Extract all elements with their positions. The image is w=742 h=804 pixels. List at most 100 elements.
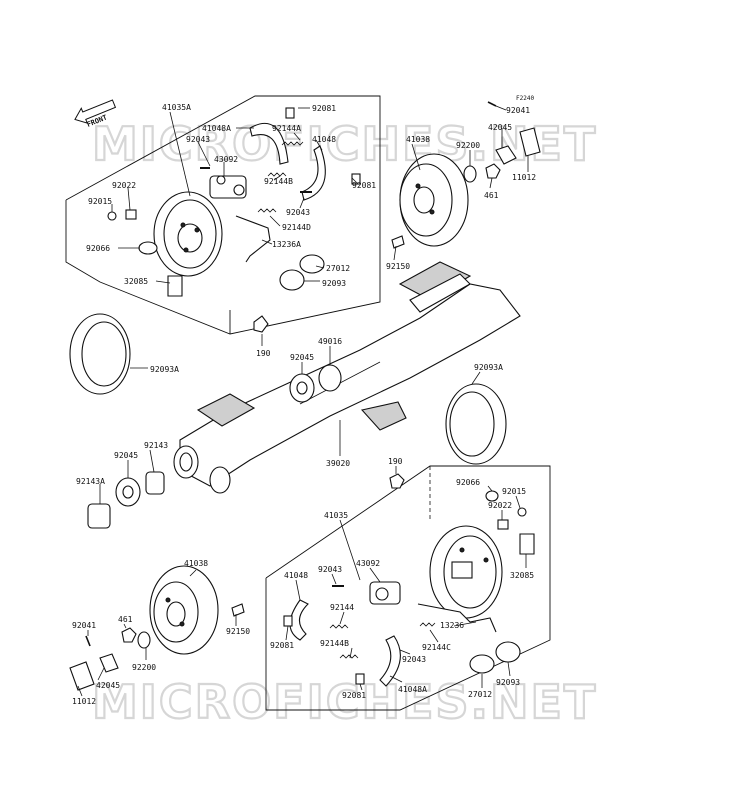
washer-92200-lower bbox=[137, 631, 151, 649]
upper-brake-panel bbox=[153, 191, 223, 277]
watermark-bottom: MICROFICHES.NET bbox=[92, 675, 597, 729]
label-92043: 92043 bbox=[186, 135, 210, 144]
cap-11012-lower bbox=[69, 661, 95, 691]
bracket-32085-lower bbox=[519, 533, 535, 555]
bracket-32085 bbox=[167, 275, 183, 297]
lower-clip-92081 bbox=[283, 615, 293, 627]
label-92143A: 92143A bbox=[76, 477, 105, 486]
upper-clip-92081b bbox=[351, 173, 361, 185]
label-41048A-b: 41048A bbox=[398, 685, 427, 694]
label-92144: 92144 bbox=[330, 603, 354, 612]
label-92143: 92143 bbox=[144, 441, 168, 450]
seal-27012-lower bbox=[469, 654, 495, 674]
label-43092b: 43092 bbox=[356, 559, 380, 568]
bolt-92150-upper bbox=[391, 235, 405, 249]
label-92093b: 92093 bbox=[496, 678, 520, 687]
spring-92144B bbox=[267, 172, 287, 177]
seal-27012-upper bbox=[299, 254, 325, 274]
label-461: 461 bbox=[484, 191, 499, 200]
label-92144D: 92144D bbox=[282, 223, 311, 232]
part-labels: 41035A 92081 41048A 92144A 92043 41048 4… bbox=[72, 103, 536, 706]
label-32085b: 32085 bbox=[510, 571, 534, 580]
label-41048b: 41048 bbox=[284, 571, 308, 580]
spring-92144D bbox=[257, 208, 277, 213]
lower-brake-shoe-a bbox=[289, 599, 309, 641]
label-92144B: 92144B bbox=[264, 177, 293, 186]
cotter-pin-92041-lower bbox=[85, 635, 91, 647]
bearing-92093-lower bbox=[495, 641, 521, 663]
label-92043c: 92043 bbox=[318, 565, 342, 574]
label-92144C: 92144C bbox=[422, 643, 451, 652]
label-92045b: 92045 bbox=[114, 451, 138, 460]
label-92041: 92041 bbox=[506, 106, 530, 115]
label-92041b: 92041 bbox=[72, 621, 96, 630]
upper-clip-92081 bbox=[285, 107, 295, 119]
label-92015b: 92015 bbox=[502, 487, 526, 496]
label-11012b: 11012 bbox=[72, 697, 96, 706]
label-92150: 92150 bbox=[386, 262, 410, 271]
upper-brake-shoe-a bbox=[249, 122, 289, 165]
bushing-92143 bbox=[145, 471, 165, 495]
label-92015: 92015 bbox=[88, 197, 112, 206]
nut-461-lower bbox=[121, 627, 137, 643]
label-92081b: 92081 bbox=[352, 181, 376, 190]
label-42045: 42045 bbox=[488, 123, 512, 132]
bolt-92150-lower bbox=[231, 603, 245, 617]
cotter-pin-92041-upper bbox=[487, 101, 497, 107]
plug-92015 bbox=[107, 211, 117, 221]
bearing-92093-upper bbox=[279, 269, 305, 291]
label-92093A-right: 92093A bbox=[474, 363, 503, 372]
lower-brake-panel bbox=[429, 525, 503, 619]
label-92043b: 92043 bbox=[286, 208, 310, 217]
nut-42045-lower bbox=[99, 653, 119, 673]
front-arrow-icon bbox=[74, 99, 117, 124]
label-92022: 92022 bbox=[112, 181, 136, 190]
label-92150b: 92150 bbox=[226, 627, 250, 636]
label-42045b: 42045 bbox=[96, 681, 120, 690]
washer-92200-upper bbox=[463, 165, 477, 183]
spring-92144B-lower bbox=[339, 654, 359, 659]
bolt-190-upper bbox=[253, 315, 269, 333]
label-11012: 11012 bbox=[512, 173, 536, 182]
nut-92022-lower bbox=[497, 519, 509, 530]
label-92144A: 92144A bbox=[272, 124, 301, 133]
label-39020: 39020 bbox=[326, 459, 350, 468]
lower-lever-13236 bbox=[417, 603, 497, 633]
upper-brake-drum bbox=[399, 153, 469, 247]
leader-lines bbox=[77, 105, 529, 697]
label-190: 190 bbox=[256, 349, 271, 358]
label-41035: 41035 bbox=[324, 511, 348, 520]
label-92066: 92066 bbox=[86, 244, 110, 253]
label-41038b: 41038 bbox=[184, 559, 208, 568]
label-41048A: 41048A bbox=[202, 124, 231, 133]
lower-brake-drum bbox=[149, 565, 219, 655]
label-92093A-left: 92093A bbox=[150, 365, 179, 374]
label-92200b: 92200 bbox=[132, 663, 156, 672]
label-32085: 32085 bbox=[124, 277, 148, 286]
label-13236A: 13236A bbox=[272, 240, 301, 249]
upper-lever-13236A bbox=[235, 215, 271, 263]
label-92022b: 92022 bbox=[488, 501, 512, 510]
lower-clip-92081b bbox=[355, 673, 365, 685]
label-92200: 92200 bbox=[456, 141, 480, 150]
nut-92022 bbox=[125, 209, 137, 220]
spring-92144 bbox=[329, 624, 349, 629]
plug-92015-lower bbox=[517, 507, 527, 517]
label-41035A: 41035A bbox=[162, 103, 191, 112]
cap-92066 bbox=[138, 241, 158, 255]
axle-housing-39020 bbox=[173, 261, 521, 494]
label-41048: 41048 bbox=[312, 135, 336, 144]
label-27012b: 27012 bbox=[468, 690, 492, 699]
label-92093: 92093 bbox=[322, 279, 346, 288]
label-92081d: 92081 bbox=[342, 691, 366, 700]
label-92066b: 92066 bbox=[456, 478, 480, 487]
label-190b: 190 bbox=[388, 457, 403, 466]
label-41038: 41038 bbox=[406, 135, 430, 144]
label-27012: 27012 bbox=[326, 264, 350, 273]
label-13236: 13236 bbox=[440, 621, 464, 630]
label-49016: 49016 bbox=[318, 337, 342, 346]
seal-49016 bbox=[318, 364, 342, 392]
watermark-top: MICROFICHES.NET bbox=[92, 117, 597, 171]
